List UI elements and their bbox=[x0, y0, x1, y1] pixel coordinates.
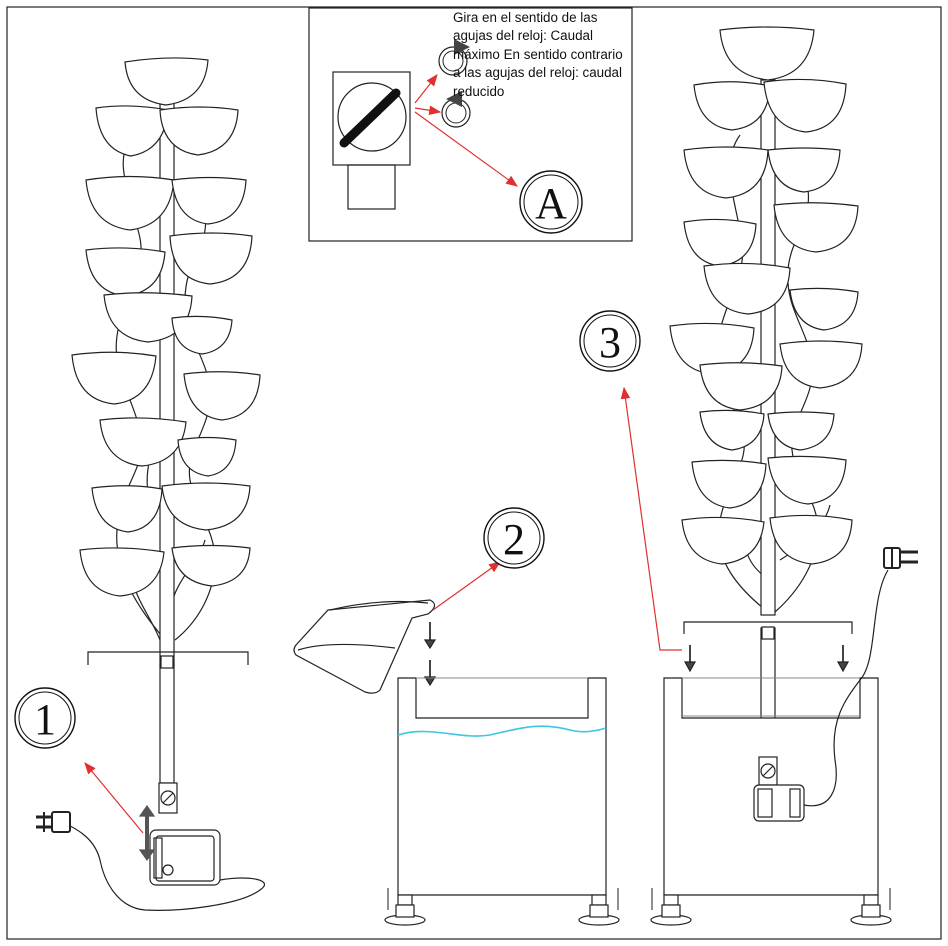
label-a-text: A bbox=[535, 179, 567, 228]
fountain-right bbox=[650, 26, 918, 926]
fountain-left bbox=[36, 57, 266, 911]
counterclockwise-rotation-icon bbox=[441, 91, 471, 128]
valve-inset: A bbox=[308, 7, 633, 242]
valve-instruction-text: Gira en el sentido de las agujas del rel… bbox=[453, 10, 623, 99]
arrow-step3 bbox=[620, 386, 682, 651]
label-step3: 3 bbox=[579, 310, 641, 372]
frame-border bbox=[6, 6, 942, 940]
label-step3-text: 3 bbox=[599, 318, 621, 367]
label-step1: 1 bbox=[14, 687, 76, 749]
label-step2: 2 bbox=[483, 507, 545, 569]
basin-middle bbox=[293, 561, 620, 926]
clockwise-rotation-icon bbox=[438, 39, 470, 76]
valve-knob bbox=[337, 82, 407, 152]
label-a: A bbox=[519, 170, 583, 234]
label-step2-text: 2 bbox=[503, 515, 525, 564]
arrow-step1 bbox=[84, 762, 144, 834]
label-step1-text: 1 bbox=[34, 695, 56, 744]
water-level bbox=[397, 725, 607, 737]
